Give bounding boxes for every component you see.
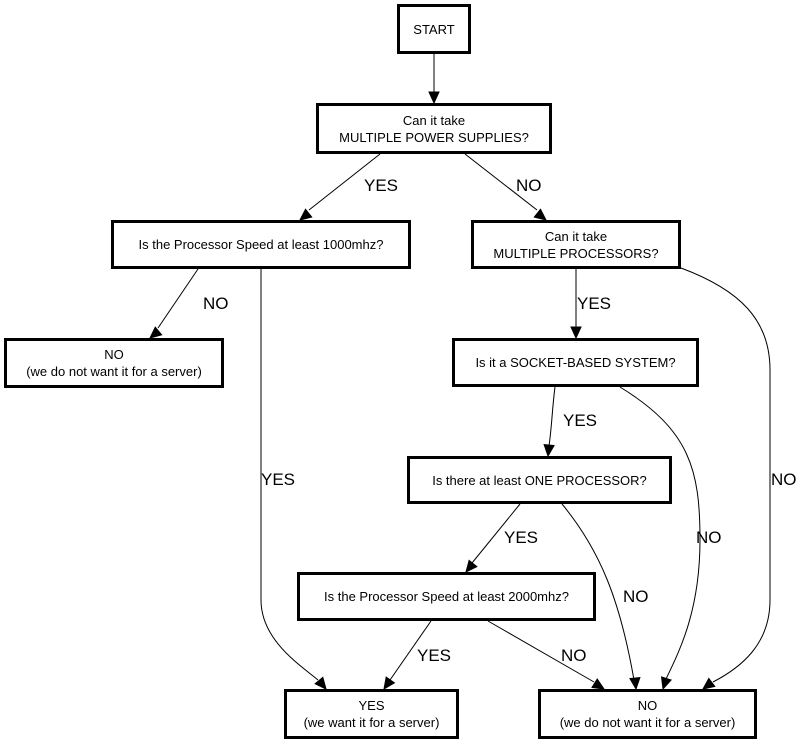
arrowhead-icon <box>543 443 555 458</box>
arrowhead-icon <box>299 208 313 221</box>
node-no-final-line-1: NO <box>637 698 658 713</box>
node-multiproc-line-2: MULTIPLE PROCESSORS? <box>493 245 659 261</box>
edge-label-power-yes: YES <box>364 176 399 195</box>
edge-label-speed2000-no: NO <box>561 646 587 665</box>
edge-speed1000-to-yes_final <box>260 269 319 681</box>
edge-label-oneproc-yes: YES <box>504 528 539 547</box>
arrowhead-icon <box>570 326 582 340</box>
node-yes-final-line-1: YES <box>358 698 385 713</box>
node-speed2000-line-1: Is the Processor Speed at least 2000mhz? <box>324 589 569 604</box>
edge-speed2000-to-yes_final <box>389 620 432 681</box>
edge-label-speed1000-no: NO <box>203 294 229 313</box>
arrowhead-icon <box>660 676 672 691</box>
node-start: START <box>397 4 471 54</box>
edge-oneproc-to-no_final <box>561 503 635 681</box>
arrowhead-icon <box>149 326 163 339</box>
node-multiproc-line-1: Can it take <box>544 228 608 244</box>
edge-power-to-multiproc <box>464 153 538 211</box>
arrowhead-icon <box>383 676 396 690</box>
arrowhead-icon <box>533 208 547 221</box>
node-speed-1000mhz: Is the Processor Speed at least 1000mhz? <box>111 220 411 269</box>
node-result-no: NO (we do not want it for a server) <box>538 689 757 739</box>
node-yes-final-line-2: (we want it for a server) <box>303 715 440 730</box>
node-multiple-processors: Can it take MULTIPLE PROCESSORS? <box>471 220 681 269</box>
edge-label-speed1000-yes: YES <box>261 470 296 489</box>
arrowhead-icon <box>428 91 440 105</box>
arrowhead-icon <box>702 677 716 690</box>
node-no-left-line-2: (we do not want it for a server) <box>26 364 202 379</box>
node-power-line-2: MULTIPLE POWER SUPPLIES? <box>339 129 529 145</box>
node-socket-line-1: Is it a SOCKET-BASED SYSTEM? <box>475 355 676 370</box>
node-multiple-power-supplies: Can it take MULTIPLE POWER SUPPLIES? <box>316 103 552 154</box>
arrowhead-icon <box>629 676 641 691</box>
edge-speed2000-to-no_final <box>487 620 595 683</box>
edge-label-multiproc-yes: YES <box>577 294 612 313</box>
node-socket-based: Is it a SOCKET-BASED SYSTEM? <box>452 338 699 387</box>
edge-label-oneproc-no: NO <box>623 587 649 606</box>
edge-label-socket-yes: YES <box>563 411 598 430</box>
arrowhead-icon <box>591 678 606 690</box>
arrowhead-icon <box>465 559 478 573</box>
edge-label-multiproc-no: NO <box>771 470 797 489</box>
node-no-final-line-2: (we do not want it for a server) <box>559 715 736 730</box>
edge-speed1000-to-no_left <box>157 268 199 329</box>
node-start-line-1: START <box>413 21 455 37</box>
node-no-left-line-1: NO <box>104 347 124 362</box>
edge-multiproc-to-no_final <box>680 267 771 683</box>
node-speed-2000mhz: Is the Processor Speed at least 2000mhz? <box>297 572 596 621</box>
edge-label-power-no: NO <box>516 176 542 195</box>
edge-power-to-speed1000 <box>308 153 381 211</box>
node-power-line-1: Can it take <box>402 112 466 128</box>
node-result-no-left: NO (we do not want it for a server) <box>4 338 224 388</box>
edge-oneproc-to-speed2000 <box>471 503 521 564</box>
edge-label-speed2000-yes: YES <box>417 646 452 665</box>
edge-label-socket-no: NO <box>696 528 722 547</box>
node-one-processor: Is there at least ONE PROCESSOR? <box>407 456 672 504</box>
node-oneproc-line-1: Is there at least ONE PROCESSOR? <box>432 472 647 488</box>
edge-socket-to-no_final <box>619 386 701 680</box>
node-result-yes: YES (we want it for a server) <box>284 689 459 739</box>
node-speed1000-line-1: Is the Processor Speed at least 1000mhz? <box>138 237 384 252</box>
edge-socket-to-oneproc <box>548 386 556 447</box>
arrowhead-icon <box>314 676 327 690</box>
